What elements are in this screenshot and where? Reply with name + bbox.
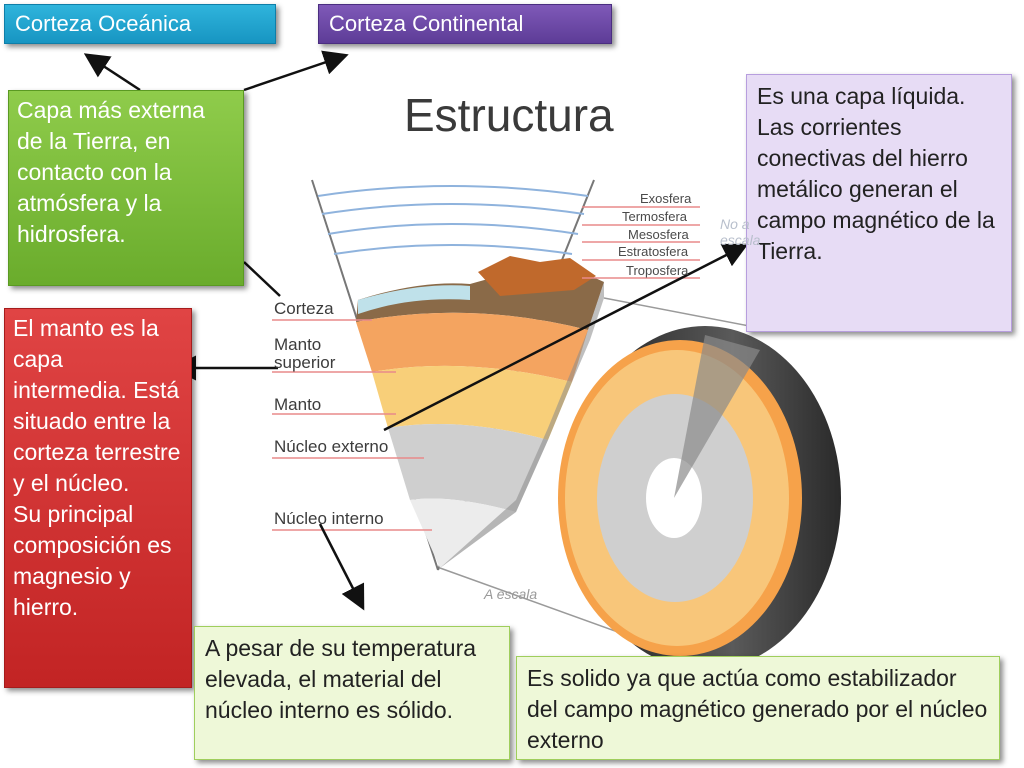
- layer-label-manto: Manto: [274, 395, 322, 414]
- arrows: [83, 50, 749, 611]
- not-to-scale-note: No a escala: [720, 216, 761, 248]
- to-scale-note: A escala: [484, 586, 538, 602]
- atmosphere-label-mesosfera: Mesosfera: [628, 227, 689, 242]
- cutaway-sphere: [439, 297, 841, 670]
- oceanic-crust-tag: Corteza Oceánica: [4, 4, 276, 44]
- atmosphere-label-exosfera: Exosfera: [640, 191, 692, 206]
- page-title: Estructura: [404, 89, 614, 141]
- crust-description-box: Capa más externa de la Tierra, en contac…: [8, 90, 244, 286]
- layer-label-manto-superior: Manto superior: [274, 335, 336, 372]
- layer-label-nucleo-externo: Núcleo externo: [274, 437, 389, 456]
- continental-crust-tag: Corteza Continental: [318, 4, 612, 44]
- inner-core-function-box: Es solido ya que actúa como estabilizado…: [516, 656, 1000, 760]
- earth-layers: [356, 256, 604, 568]
- atmosphere-label-troposfera: Troposfera: [626, 263, 689, 278]
- layer-label-nucleo-interno: Núcleo interno: [274, 509, 384, 528]
- outer-core-description-box: Es una capa líquida. Las corrientes cone…: [746, 74, 1012, 332]
- mantle-description-box: El manto es la capa intermedia. Está sit…: [4, 308, 192, 688]
- mantle-description-line: Su principal composición es magnesio y h…: [13, 501, 172, 620]
- atmosphere-label-estratosfera: Estratosfera: [618, 244, 689, 259]
- label-leader-lines: [272, 206, 700, 531]
- inner-core-description-box: A pesar de su temperatura elevada, el ma…: [194, 626, 510, 760]
- layer-label-corteza: Corteza: [274, 299, 334, 318]
- atmosphere-label-termosfera: Termosfera: [622, 209, 688, 224]
- mantle-description-line: El manto es la capa intermedia. Está sit…: [13, 315, 181, 496]
